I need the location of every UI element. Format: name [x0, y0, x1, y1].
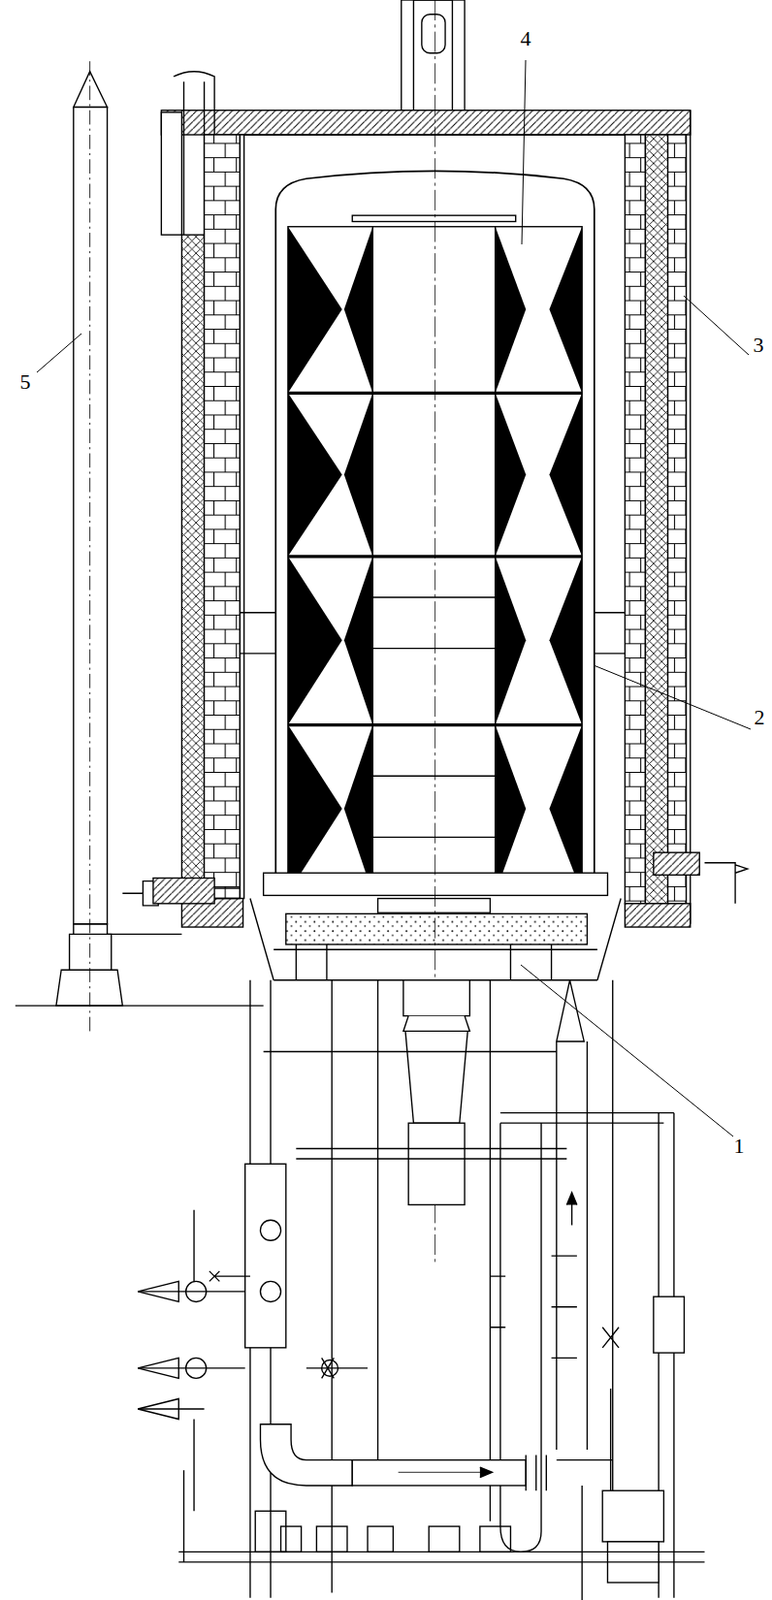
- callout-number: 5: [20, 371, 32, 393]
- callout-number: 4: [520, 28, 532, 50]
- callout-number: 3: [753, 334, 765, 356]
- callout-number: 1: [734, 1135, 745, 1158]
- callout-number: 2: [754, 707, 766, 729]
